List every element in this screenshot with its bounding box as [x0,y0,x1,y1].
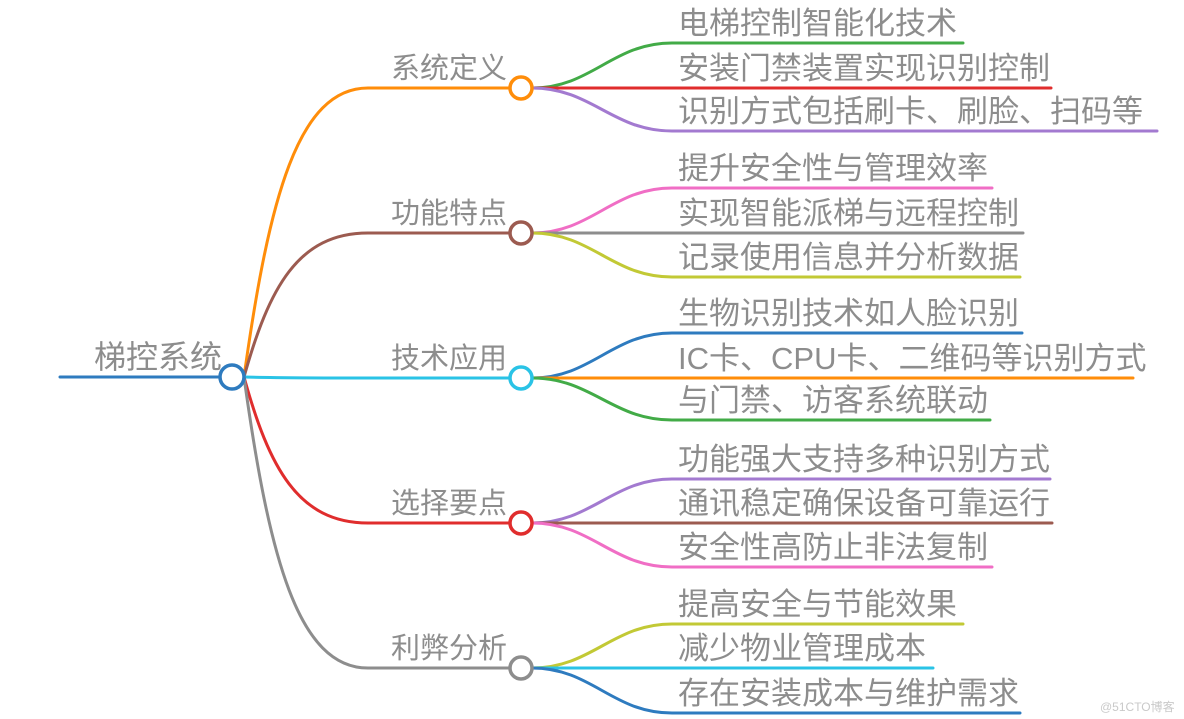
leaf-label[interactable]: 识别方式包括刷卡、刷脸、扫码等 [678,94,1143,129]
leaf-label[interactable]: IC卡、CPU卡、二维码等识别方式 [678,341,1147,376]
leaf-connector-4-0 [530,622,965,670]
branch-node-circle-1[interactable] [508,220,534,246]
root-node-label[interactable]: 梯控系统 [93,339,222,375]
leaf-connector-0-0 [530,41,965,90]
branch-label-system-definition[interactable]: 系统定义 [390,53,507,85]
branch-label-pros-cons-analysis[interactable]: 利弊分析 [390,633,507,665]
leaf-connector-3-0 [530,477,1052,525]
branch-node-circle-3[interactable] [508,510,534,536]
branch-connector-3 [242,375,513,525]
leaf-label[interactable]: 功能强大支持多种识别方式 [678,442,1050,477]
branch-connector-2 [242,375,513,380]
leaf-label[interactable]: 提升安全性与管理效率 [678,151,988,186]
leaf-connector-4-2 [530,666,1022,715]
branch-node-circle-0[interactable] [508,75,534,101]
leaf-label[interactable]: 安全性高防止非法复制 [678,530,988,565]
branch-label-technology-application[interactable]: 技术应用 [390,343,507,375]
branch-node-circle-2[interactable] [508,365,534,391]
leaf-connector-1-0 [530,186,994,235]
leaf-connector-3-2 [530,521,994,569]
watermark: @51CTO博客 [1100,700,1175,714]
leaf-label[interactable]: 生物识别技术如人脸识别 [678,296,1019,331]
leaf-connector-1-2 [530,231,1022,279]
leaf-connector-0-2 [530,86,1159,133]
branch-label-features[interactable]: 功能特点 [390,198,507,230]
leaf-label[interactable]: 记录使用信息并分析数据 [678,240,1019,275]
leaf-label[interactable]: 提高安全与节能效果 [678,587,957,622]
branch-node-circle-4[interactable] [508,655,534,681]
leaf-label[interactable]: 通讯稳定确保设备可靠运行 [678,486,1050,521]
branch-label-selection-points[interactable]: 选择要点 [390,488,507,520]
branch-connector-4 [242,375,513,670]
leaf-connector-2-2 [530,376,992,422]
leaf-label[interactable]: 实现智能派梯与远程控制 [678,196,1019,231]
leaf-connector-2-0 [530,331,1024,380]
leaf-label[interactable]: 存在安装成本与维护需求 [678,676,1019,711]
root-node-circle[interactable] [218,363,246,391]
leaf-label[interactable]: 电梯控制智能化技术 [678,6,957,41]
leaf-label[interactable]: 与门禁、访客系统联动 [678,383,988,418]
branch-connector-0 [242,86,513,379]
leaf-label[interactable]: 安装门禁装置实现识别控制 [678,51,1050,86]
branch-connector-1 [242,231,513,379]
leaf-label[interactable]: 减少物业管理成本 [678,631,926,666]
